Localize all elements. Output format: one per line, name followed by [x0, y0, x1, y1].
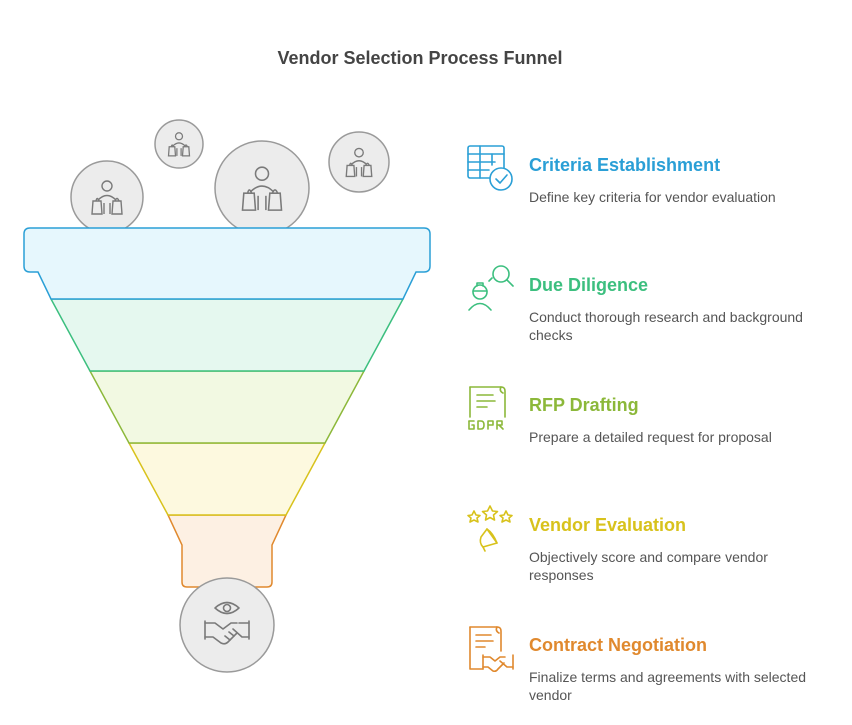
contract-handshake-icon: [469, 626, 514, 673]
stage-description: Prepare a detailed request for proposal: [529, 429, 772, 445]
input-circle-3: [214, 140, 310, 236]
stage-description: Finalize terms and agreements with selec…: [529, 669, 807, 703]
stage-description: Objectively score and compare vendor res…: [529, 549, 768, 583]
person-search-icon: [468, 265, 514, 311]
input-circle-2: [154, 119, 204, 169]
eye-handshake-icon: [204, 601, 250, 645]
funnel-segment-contract-negotiation: [166, 514, 288, 588]
vendor-person-icon: [241, 166, 283, 211]
stage-description: Define key criteria for vendor evaluatio…: [529, 189, 776, 205]
stage-title: RFP Drafting: [529, 395, 639, 415]
output-circle: [179, 577, 275, 673]
diagram-title: Vendor Selection Process Funnel: [277, 48, 563, 68]
stage-title: Due Diligence: [529, 275, 649, 295]
funnel-segment-criteria-establishment: [23, 227, 431, 300]
vendor-person-icon: [345, 147, 373, 178]
input-circle-1: [70, 160, 144, 234]
input-circle-4: [328, 131, 390, 193]
funnel-segment-vendor-evaluation: [127, 442, 327, 516]
stage-title: Vendor Evaluation: [529, 515, 687, 535]
star-rating-icon: [467, 505, 513, 552]
stage-title: Criteria Establishment: [529, 155, 721, 175]
gdpr-document-icon: [468, 386, 506, 430]
funnel-segment-due-diligence: [49, 298, 405, 372]
vendor-person-icon: [91, 180, 123, 215]
spreadsheet-check-icon: [467, 145, 513, 191]
stage-description: Conduct thorough research and background…: [529, 309, 803, 343]
funnel-segment-rfp-drafting: [88, 370, 366, 444]
vendor-person-icon: [167, 132, 191, 157]
stage-title: Contract Negotiation: [529, 635, 707, 655]
